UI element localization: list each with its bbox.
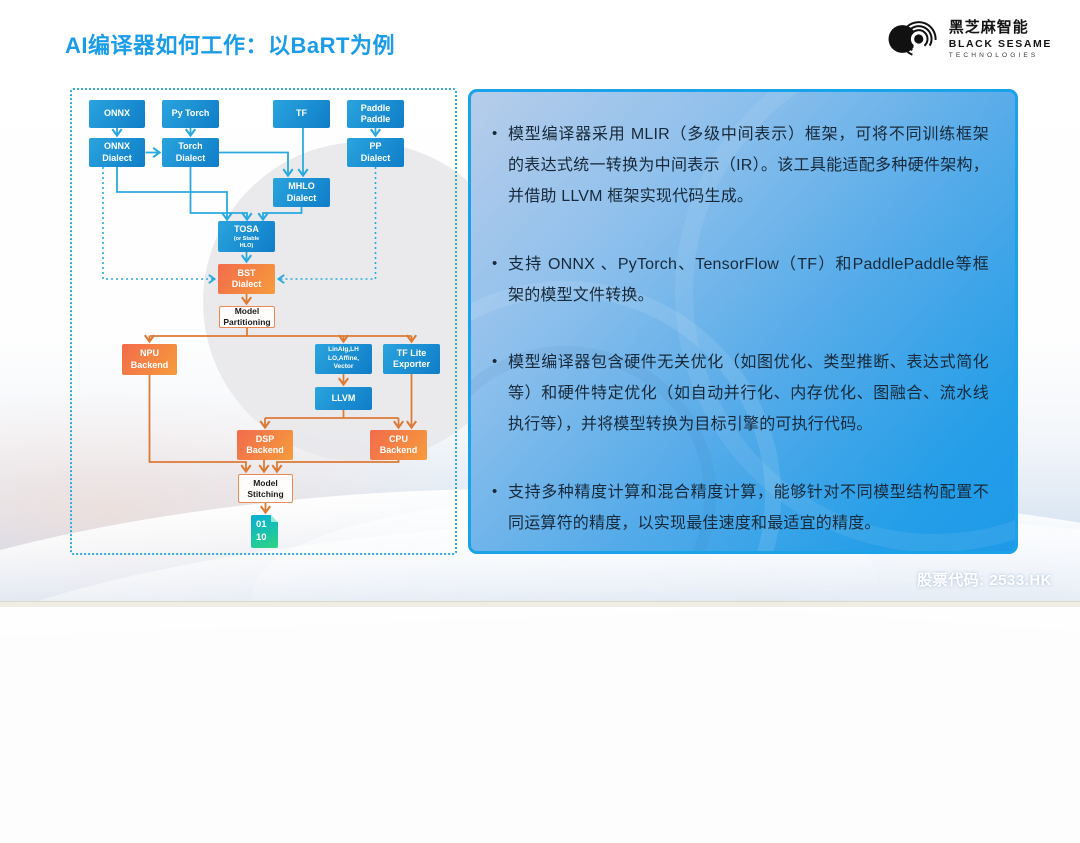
stock-code: 股票代码: 2533.HK bbox=[917, 572, 1052, 589]
node-onnx-dialect: ONNX Dialect bbox=[89, 138, 145, 167]
node-pytorch: Py Torch bbox=[162, 100, 219, 128]
bullet-marker: • bbox=[492, 125, 498, 142]
node-pp-dialect: PP Dialect bbox=[347, 138, 404, 167]
node-model-stitching: Model Stitching bbox=[238, 474, 293, 503]
company-name-cn: 黑芝麻智能 bbox=[948, 18, 1029, 36]
bullet-text: 模型编译器包含硬件无关优化（如图优化、类型推断、表达式简化等）和硬件特定优化（如… bbox=[508, 353, 989, 434]
bullet-text: 支持多种精度计算和混合精度计算，能够针对不同模型结构配置不同运算符的精度，以实现… bbox=[508, 483, 989, 532]
slide-title: AI编译器如何工作：以BaRT为例 bbox=[65, 33, 395, 58]
node-tosa-label: TOSA bbox=[234, 223, 259, 234]
bullet-item: • 模型编译器包含硬件无关优化（如图优化、类型推断、表达式简化等）和硬件特定优化… bbox=[491, 347, 989, 441]
description-panel: • 模型编译器采用 MLIR（多级中间表示）框架，可将不同训练框架的表达式统一转… bbox=[468, 89, 1018, 554]
bullet-list: • 模型编译器采用 MLIR（多级中间表示）框架，可将不同训练框架的表达式统一转… bbox=[471, 92, 1015, 539]
node-tosa-sublabel: (or Stable HLO) bbox=[233, 236, 260, 249]
node-paddlepaddle: Paddle Paddle bbox=[347, 100, 404, 128]
node-tosa: TOSA (or Stable HLO) bbox=[218, 221, 275, 252]
bullet-item: • 模型编译器采用 MLIR（多级中间表示）框架，可将不同训练框架的表达式统一转… bbox=[491, 119, 989, 213]
node-binary-output: 01 10 bbox=[251, 515, 278, 548]
company-name-sub: TECHNOLOGIES bbox=[948, 51, 1039, 59]
node-npu-backend: NPU Backend bbox=[122, 344, 177, 375]
node-llvm: LLVM bbox=[315, 387, 372, 410]
bullet-marker: • bbox=[492, 352, 498, 370]
bullet-item: • 支持 ONNX 、PyTorch、TensorFlow（TF）和Paddle… bbox=[491, 249, 989, 311]
node-torch-dialect: Torch Dialect bbox=[162, 138, 219, 167]
node-linalg-lhlo-affine-vector: LinAlg,LH LO,Affine, Vector bbox=[315, 344, 372, 374]
black-sesame-logo-icon bbox=[888, 21, 937, 57]
bullet-marker: • bbox=[492, 482, 498, 500]
node-cpu-backend: CPU Backend bbox=[370, 430, 427, 460]
bullet-item: • 支持多种精度计算和混合精度计算，能够针对不同模型结构配置不同运算符的精度，以… bbox=[491, 477, 989, 539]
company-name-en: BLACK SESAME bbox=[948, 37, 1052, 50]
node-bst-dialect: BST Dialect bbox=[218, 264, 275, 294]
node-onnx: ONNX bbox=[89, 100, 145, 128]
node-dsp-backend: DSP Backend bbox=[237, 430, 293, 460]
bullet-marker: • bbox=[492, 254, 498, 272]
logo-text: 黑芝麻智能 BLACK SESAME TECHNOLOGIES bbox=[949, 19, 1052, 60]
bullet-text: 模型编译器采用 MLIR（多级中间表示）框架，可将不同训练框架的表达式统一转换为… bbox=[508, 126, 989, 206]
flowchart-connectors bbox=[102, 128, 418, 515]
node-mhlo-dialect: MHLO Dialect bbox=[273, 178, 330, 207]
slide-bottom-strip bbox=[0, 601, 1080, 607]
node-tflite-exporter: TF Lite Exporter bbox=[383, 344, 440, 374]
compiler-flowchart: ONNX Py Torch TF Paddle Paddle ONNX Dial… bbox=[70, 88, 457, 555]
flowchart-dotted-border bbox=[70, 88, 457, 555]
node-model-partitioning: Model Partitioning bbox=[219, 306, 275, 328]
company-logo: 黑芝麻智能 BLACK SESAME TECHNOLOGIES bbox=[883, 16, 1052, 62]
node-tf: TF bbox=[273, 100, 330, 128]
bullet-text: 支持 ONNX 、PyTorch、TensorFlow（TF）和PaddlePa… bbox=[508, 255, 989, 304]
